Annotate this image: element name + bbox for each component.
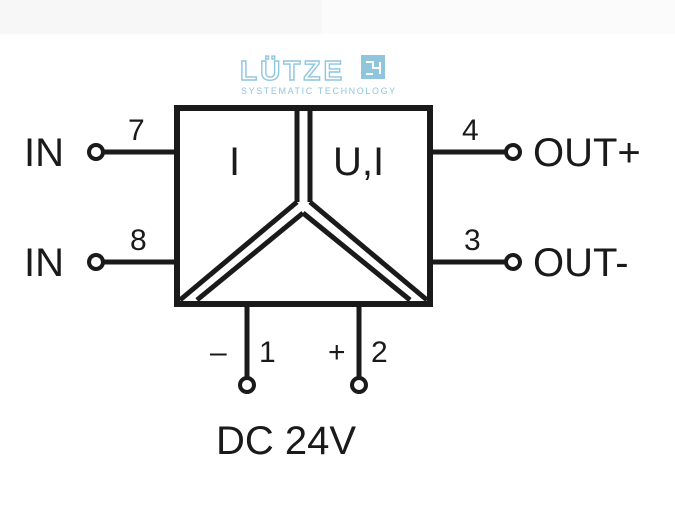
- lutze-logo: LÜTZE SYSTEMATIC TECHNOLOGY: [239, 54, 397, 96]
- supply-1-pin: 1: [259, 336, 276, 369]
- input-8-label: IN: [24, 241, 64, 285]
- supply-2-terminal-icon: [350, 376, 368, 394]
- top-band-right: [322, 0, 675, 34]
- input-8-pin: 8: [130, 224, 147, 257]
- logo-wordmark: LÜTZE: [240, 55, 345, 86]
- supply-voltage-label: DC 24V: [216, 419, 356, 463]
- isolation-left-inner: [195, 211, 305, 302]
- input-8-terminal-icon: [87, 253, 105, 271]
- supply-1-terminal-icon: [238, 376, 256, 394]
- input-7-label: IN: [24, 131, 64, 175]
- input-7-pin: 7: [128, 114, 145, 147]
- isolation-right-inner: [301, 211, 412, 302]
- input-symbol: I: [229, 140, 240, 184]
- input-terminal-7: IN 7: [24, 114, 177, 175]
- output-4-pin: 4: [462, 114, 479, 147]
- output-terminal-3: OUT- 3: [430, 224, 629, 285]
- input-terminal-8: IN 8: [24, 224, 177, 285]
- supply-1-sign: –: [210, 336, 227, 369]
- block-outline: [174, 105, 433, 307]
- output-symbol: U,I: [333, 140, 384, 184]
- supply-2-pin: 2: [371, 336, 388, 369]
- input-7-terminal-icon: [87, 143, 105, 161]
- output-terminal-4: OUT+ 4: [430, 114, 641, 175]
- supply-2-sign: +: [328, 336, 346, 369]
- supply-terminal-1: – 1: [210, 304, 276, 394]
- output-4-terminal-icon: [504, 143, 522, 161]
- output-3-label: OUT-: [533, 241, 629, 285]
- supply-terminal-2: + 2: [328, 304, 388, 394]
- logo-tagline: SYSTEMATIC TECHNOLOGY: [241, 86, 397, 96]
- converter-block: [174, 105, 433, 307]
- isolation-right-outer: [308, 200, 429, 302]
- output-3-terminal-icon: [504, 253, 522, 271]
- logo-mark-glyph-icon: [366, 61, 381, 75]
- isolation-left-outer: [178, 200, 299, 302]
- output-3-pin: 3: [464, 224, 481, 257]
- output-4-label: OUT+: [533, 131, 641, 175]
